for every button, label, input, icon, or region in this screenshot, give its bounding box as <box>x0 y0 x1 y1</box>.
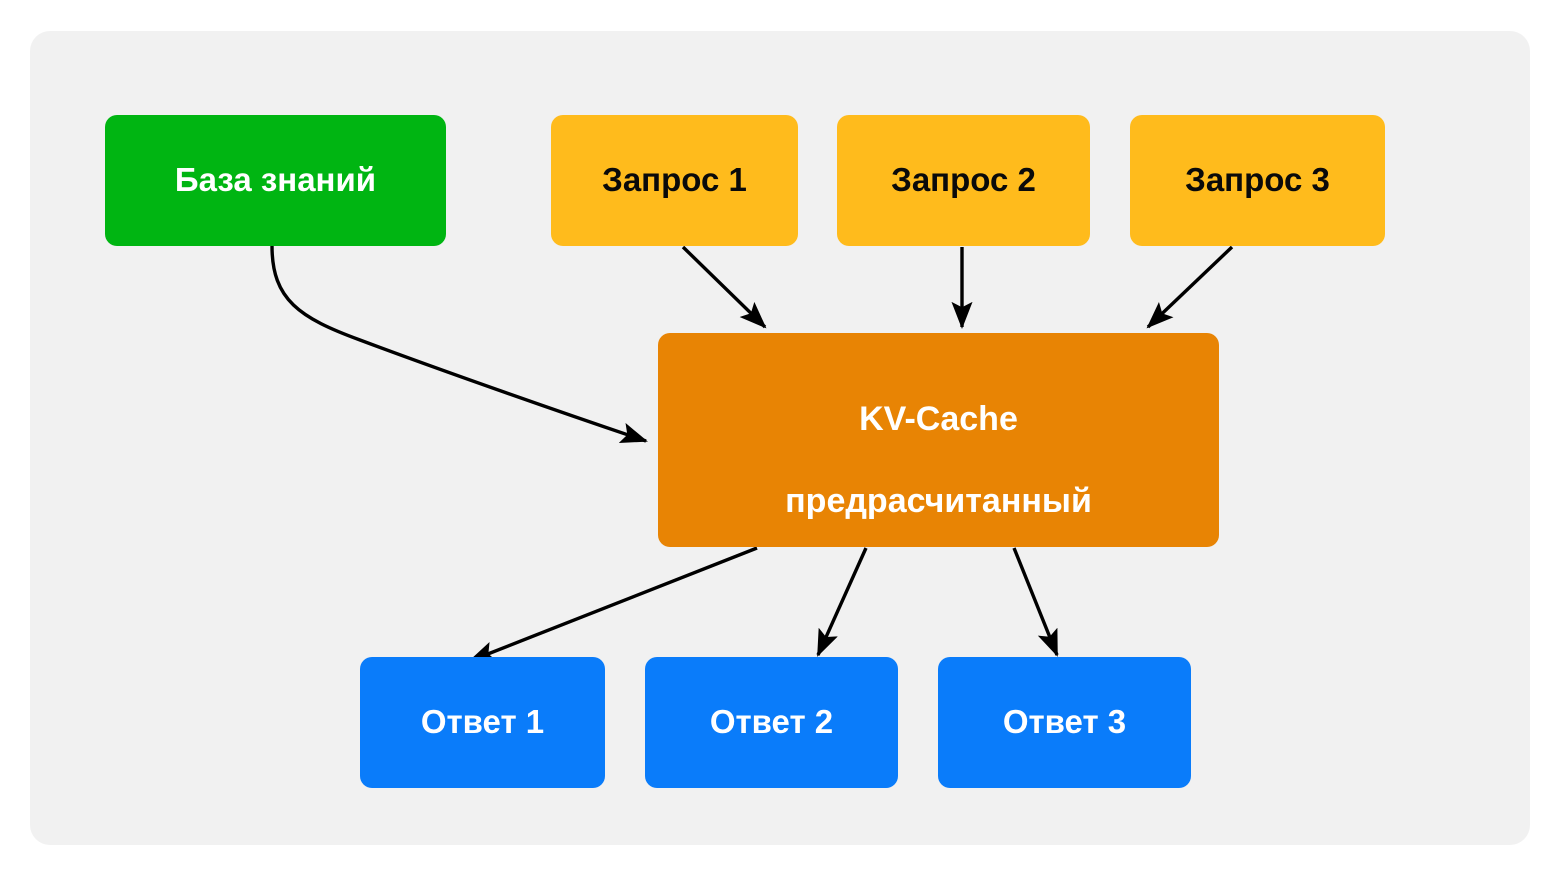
node-answer-1-label: Ответ 1 <box>420 703 545 741</box>
node-kv-cache-line-2: предрасчитанный <box>785 482 1092 521</box>
node-query-1-label: Запрос 1 <box>602 161 747 199</box>
node-answer-2-label: Ответ 2 <box>709 703 834 741</box>
node-kv-cache-line-1: KV-Cache <box>859 399 1018 438</box>
node-query-1[interactable]: Запрос 1 <box>551 115 798 246</box>
node-answer-1[interactable]: Ответ 1 <box>360 657 605 788</box>
node-kv-cache-label: KV-Cache предрасчитанный <box>785 357 1092 523</box>
node-query-3-label: Запрос 3 <box>1185 161 1330 199</box>
node-knowledge-base-label: База знаний <box>174 161 377 199</box>
node-answer-2[interactable]: Ответ 2 <box>645 657 898 788</box>
node-kv-cache[interactable]: KV-Cache предрасчитанный <box>658 333 1219 547</box>
node-answer-3-label: Ответ 3 <box>1002 703 1127 741</box>
node-query-2[interactable]: Запрос 2 <box>837 115 1090 246</box>
node-answer-3[interactable]: Ответ 3 <box>938 657 1191 788</box>
node-query-2-label: Запрос 2 <box>891 161 1036 199</box>
node-knowledge-base[interactable]: База знаний <box>105 115 446 246</box>
node-query-3[interactable]: Запрос 3 <box>1130 115 1385 246</box>
